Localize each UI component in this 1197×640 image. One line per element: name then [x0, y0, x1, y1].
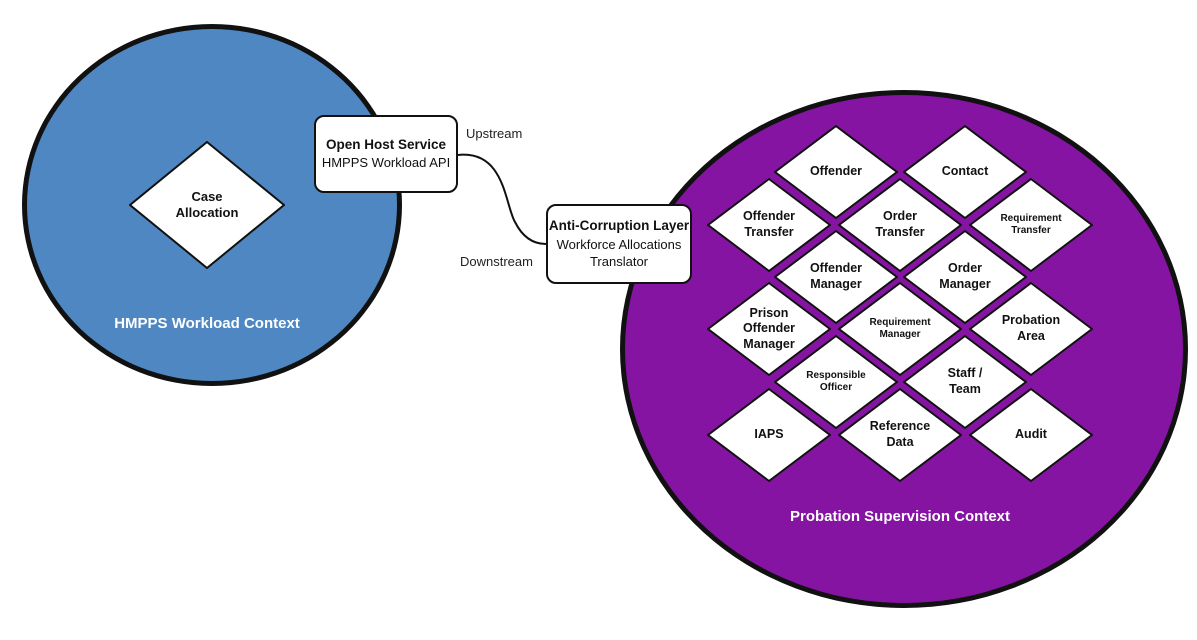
domain-reference-data: Reference Data — [838, 388, 962, 482]
domain-label: Case Allocation — [175, 188, 239, 220]
domain-label: Responsible Officer — [806, 369, 866, 394]
domain-audit: Audit — [969, 388, 1093, 482]
domain-label: Offender Manager — [809, 261, 863, 291]
hmpps-context-label: HMPPS Workload Context — [114, 315, 300, 332]
domain-label: Order Manager — [939, 261, 991, 291]
open-host-service-title: Open Host Service — [325, 137, 447, 153]
domain-label: Offender — [809, 164, 863, 179]
domain-probation-area: Probation Area — [969, 282, 1093, 376]
domain-iaps: IAPS — [707, 388, 831, 482]
open-host-service-box: Open Host Service HMPPS Workload API — [314, 115, 458, 193]
probation-context-label: Probation Supervision Context — [789, 508, 1011, 525]
anti-corruption-layer-box: Anti-Corruption Layer Workforce Allocati… — [546, 204, 692, 284]
domain-label: Prison Offender Manager — [742, 305, 796, 351]
domain-label: Order Transfer — [875, 209, 925, 239]
domain-label: Contact — [941, 164, 989, 179]
domain-label: Probation Area — [1001, 313, 1061, 343]
downstream-label: Downstream — [460, 254, 533, 269]
domain-label: Audit — [1015, 427, 1047, 442]
anti-corruption-layer-line2: Translator — [589, 254, 649, 270]
anti-corruption-layer-line1: Workforce Allocations — [556, 236, 682, 252]
domain-label: Offender Transfer — [742, 209, 796, 239]
domain-contact: Contact — [903, 125, 1027, 219]
domain-label: Requirement Manager — [869, 316, 931, 341]
domain-label: IAPS — [754, 427, 784, 442]
upstream-label: Upstream — [466, 126, 523, 141]
anti-corruption-layer-title: Anti-Corruption Layer — [548, 218, 690, 234]
domain-label: Staff / Team — [947, 366, 983, 396]
domain-case-allocation: Case Allocation — [129, 141, 285, 269]
open-host-service-api: HMPPS Workload API — [321, 155, 451, 171]
domain-label: Reference Data — [869, 419, 931, 449]
domain-label: Requirement Transfer — [1000, 212, 1062, 237]
